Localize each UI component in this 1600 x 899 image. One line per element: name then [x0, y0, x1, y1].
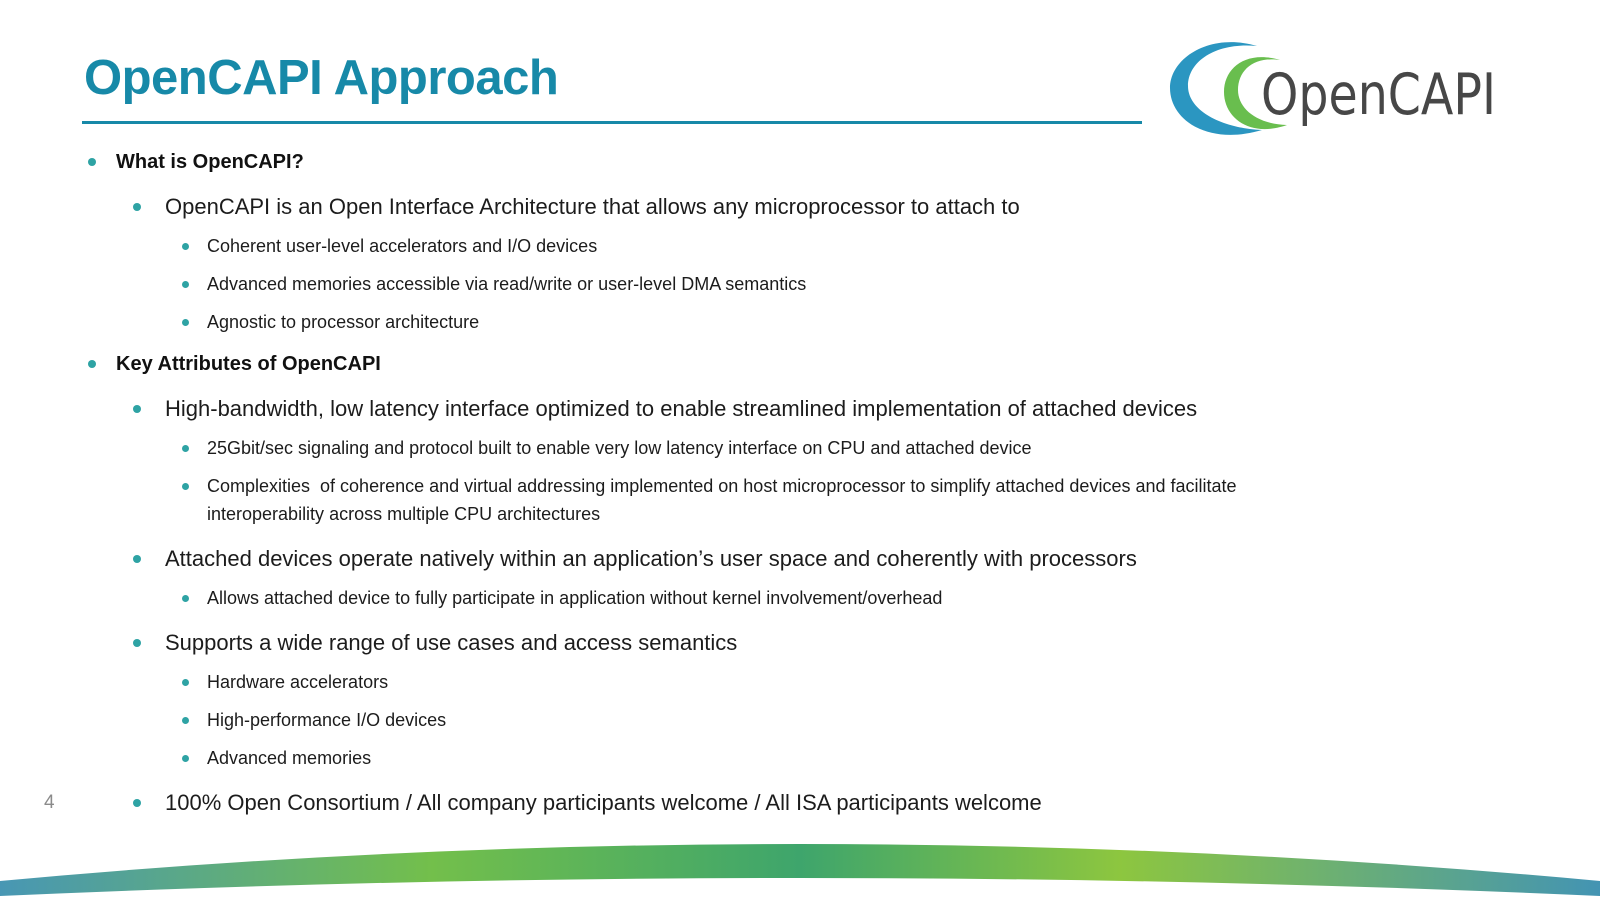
bullet-dot: [182, 281, 189, 288]
bullet-dot: [133, 639, 141, 647]
bullet-dot: [182, 755, 189, 762]
list-item: OpenCAPI is an Open Interface Architectu…: [0, 191, 1600, 222]
list-item-text: 25Gbit/sec signaling and protocol built …: [207, 438, 1032, 458]
bullet-dot: [133, 555, 141, 563]
bullet-dot: [88, 360, 96, 368]
bullet-dot: [133, 405, 141, 413]
slide-title: OpenCAPI Approach: [84, 51, 559, 105]
list-item-text: Hardware accelerators: [207, 672, 389, 692]
bullet-dot: [182, 445, 189, 452]
list-item-text: Allows attached device to fully particip…: [207, 588, 943, 608]
opencapi-logo: OpenCAPI: [1170, 42, 1496, 135]
list-item: Supports a wide range of use cases and a…: [0, 627, 1600, 658]
bullet-dot: [182, 717, 189, 724]
list-item: Hardware accelerators: [0, 668, 1600, 696]
bullet-dot: [182, 679, 189, 686]
bullet-dot: [88, 158, 96, 166]
list-item-text: Agnostic to processor architecture: [207, 312, 480, 332]
list-item: Coherent user-level accelerators and I/O…: [0, 232, 1600, 260]
list-item-text: What is OpenCAPI?: [116, 151, 304, 173]
footer-swoosh: [0, 844, 1600, 896]
bullet-dot: [182, 243, 189, 250]
list-item-text: Supports a wide range of use cases and a…: [165, 630, 738, 655]
bullet-dot: [182, 319, 189, 326]
list-item-text: Advanced memories accessible via read/wr…: [207, 274, 807, 294]
list-item: 25Gbit/sec signaling and protocol built …: [0, 434, 1600, 462]
logo-text: OpenCAPI: [1261, 62, 1496, 128]
list-item-text: High-performance I/O devices: [207, 710, 447, 730]
title-underline: [82, 121, 1142, 124]
list-item-text: Coherent user-level accelerators and I/O…: [207, 236, 598, 256]
list-item-text: Attached devices operate natively within…: [165, 546, 1137, 571]
list-item: Attached devices operate natively within…: [0, 543, 1600, 574]
list-item: Agnostic to processor architecture: [0, 308, 1600, 336]
bullet-list: What is OpenCAPI? OpenCAPI is an Open In…: [0, 148, 1600, 818]
bullet-dot: [133, 799, 141, 807]
list-item: High-bandwidth, low latency interface op…: [0, 393, 1600, 424]
bullet-dot: [182, 595, 189, 602]
list-item-text: Key Attributes of OpenCAPI: [116, 353, 381, 375]
bullet-dot: [133, 203, 141, 211]
list-item: Complexities of coherence and virtual ad…: [0, 472, 1600, 528]
footer-swoosh-band: [0, 844, 1600, 896]
logo-green-crescent-icon: [1224, 57, 1287, 130]
list-item-text: High-bandwidth, low latency interface op…: [165, 396, 1198, 421]
list-item: Advanced memories accessible via read/wr…: [0, 270, 1600, 298]
list-item-text: 100% Open Consortium / All company parti…: [165, 790, 1042, 815]
list-item-text: OpenCAPI is an Open Interface Architectu…: [165, 194, 1020, 219]
list-item: 100% Open Consortium / All company parti…: [0, 787, 1600, 818]
list-item: What is OpenCAPI?: [0, 148, 1600, 176]
list-item: Advanced memories: [0, 744, 1600, 772]
page-number: 4: [44, 792, 55, 813]
list-item-text: Complexities of coherence and virtual ad…: [207, 476, 1242, 524]
logo-blue-crescent-icon: [1170, 42, 1262, 135]
list-item-text: Advanced memories: [207, 748, 372, 768]
list-item: Allows attached device to fully particip…: [0, 584, 1600, 612]
list-item: Key Attributes of OpenCAPI: [0, 350, 1600, 378]
bullet-dot: [182, 483, 189, 490]
list-item: High-performance I/O devices: [0, 706, 1600, 734]
